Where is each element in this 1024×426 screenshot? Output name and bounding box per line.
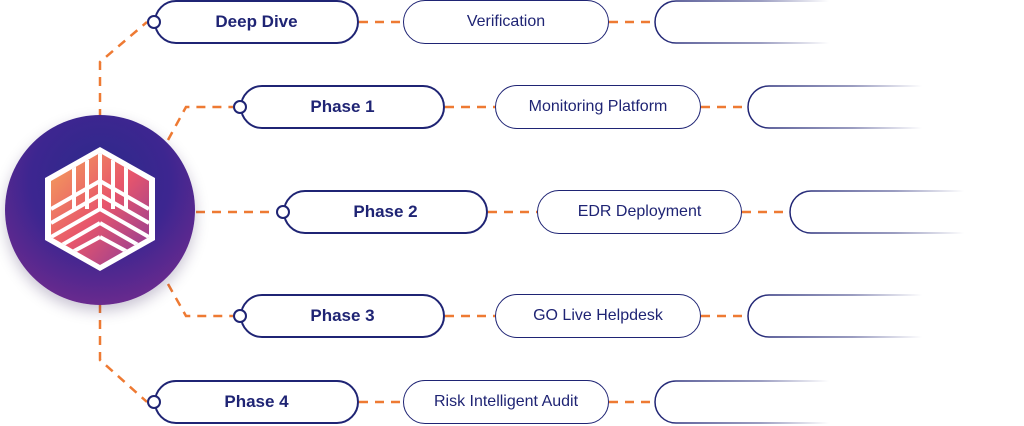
connector-node (233, 100, 247, 114)
phase-label: Phase 2 (353, 202, 418, 221)
phase-label: Phase 4 (224, 392, 289, 411)
step-pill: Risk Intelligent Audit (403, 380, 609, 424)
phase-label: Deep Dive (215, 12, 298, 31)
faded-next-pill (788, 189, 965, 234)
step-label: Verification (466, 13, 546, 30)
phase-label: Phase 1 (310, 97, 375, 116)
phase-pill: Phase 3 (240, 294, 445, 338)
hexagon-logo-icon (45, 147, 155, 271)
faded-next-pill (746, 84, 923, 129)
connector-phase-3 (166, 283, 233, 318)
step-pill: Monitoring Platform (495, 85, 701, 129)
connector-node (147, 15, 161, 29)
connector-node (147, 395, 161, 409)
phase-label: Phase 3 (310, 306, 375, 325)
faded-next-pill (653, 379, 830, 424)
connector-node (233, 309, 247, 323)
hub-logo (5, 115, 195, 305)
connector-phase-1 (166, 105, 233, 141)
step-pill: EDR Deployment (537, 190, 742, 234)
step-label: EDR Deployment (577, 203, 702, 220)
phase-pill: Phase 4 (154, 380, 359, 424)
phase-pill: Phase 2 (283, 190, 488, 234)
connector-node (276, 205, 290, 219)
connector-deep-dive (98, 21, 148, 118)
step-label: Monitoring Platform (528, 98, 668, 115)
step-label: GO Live Helpdesk (533, 307, 663, 324)
connector-phase-4 (98, 304, 148, 403)
step-pill: GO Live Helpdesk (495, 294, 701, 338)
phase-pill: Phase 1 (240, 85, 445, 129)
faded-next-pill (653, 0, 830, 44)
step-pill: Verification (403, 0, 609, 44)
faded-next-pill (746, 293, 923, 338)
step-label: Risk Intelligent Audit (433, 393, 579, 410)
phase-pill: Deep Dive (154, 0, 359, 44)
